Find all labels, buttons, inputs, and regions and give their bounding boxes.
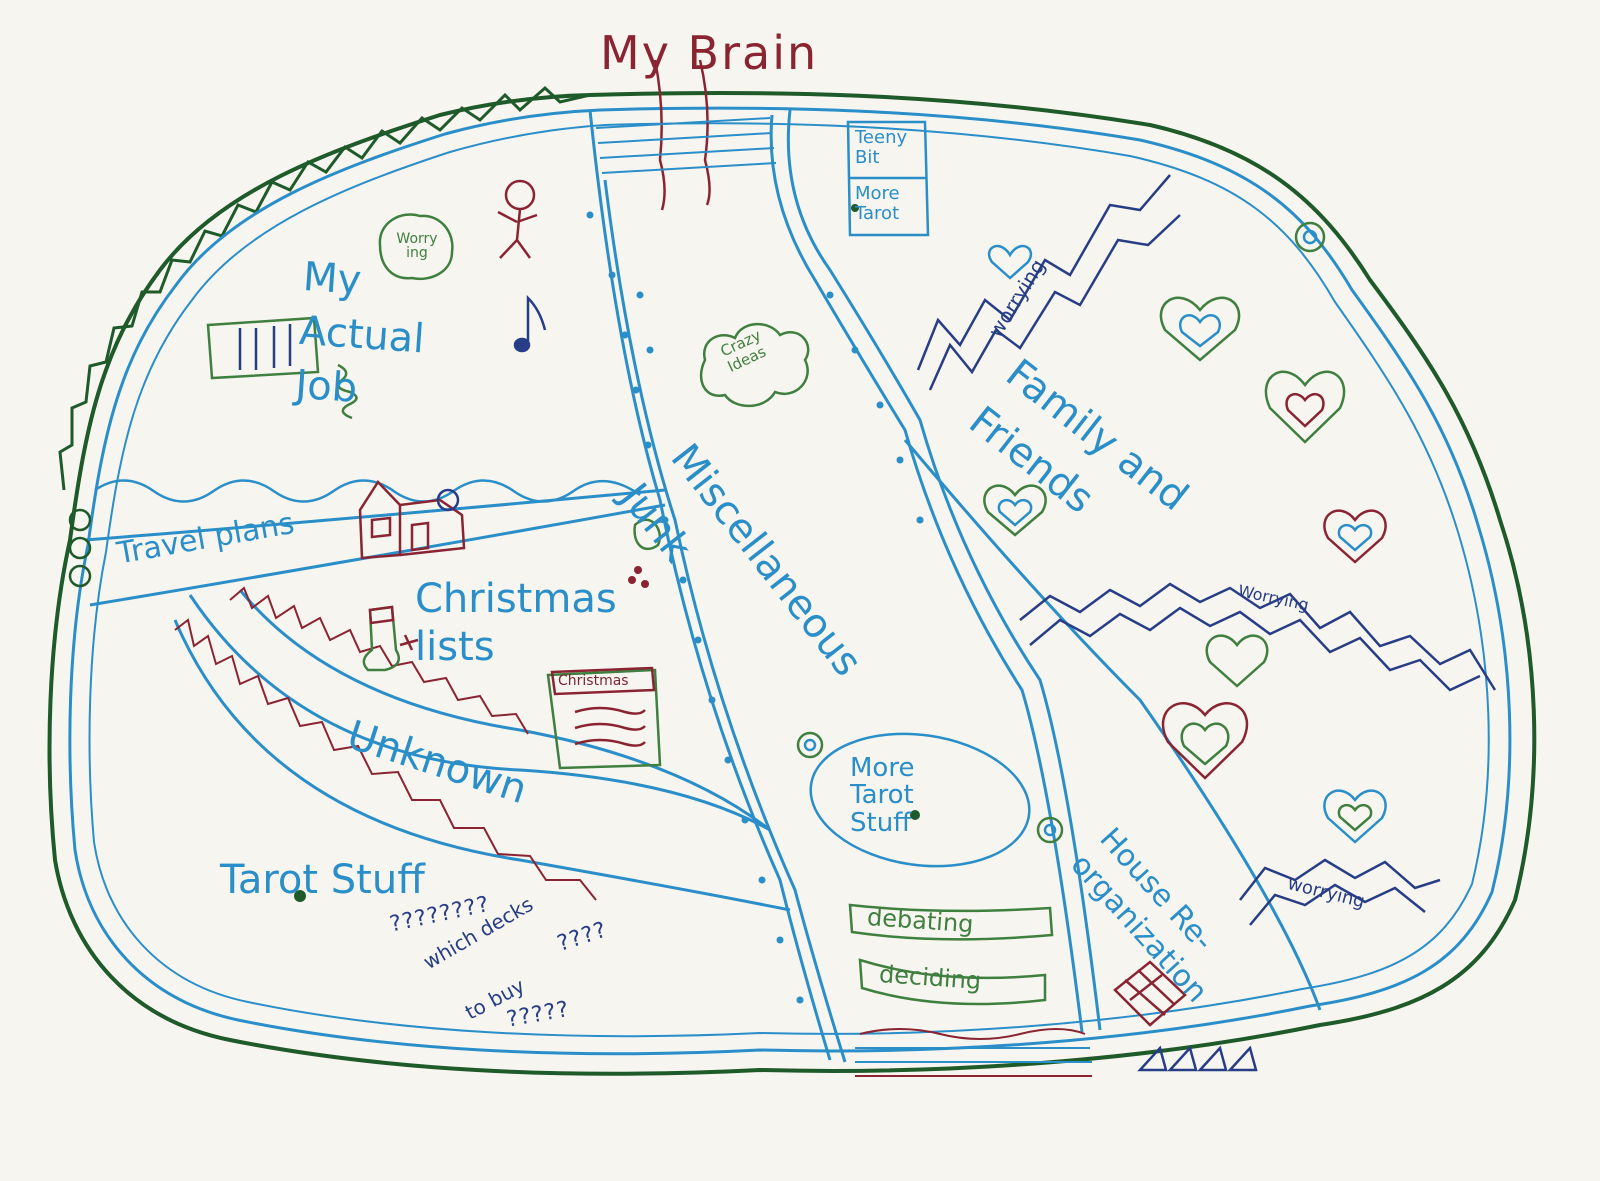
more-tarot-ellipse [809, 732, 1031, 868]
worry-zigzags [916, 174, 1497, 926]
brain-outline [47, 90, 1537, 1076]
note-worrying-bubble: Worry ing [396, 231, 438, 261]
crazy-ideas-cloud [699, 322, 810, 408]
inner-outline-2 [88, 122, 1490, 1038]
christmas-card [546, 666, 662, 770]
triangles [1137, 1045, 1258, 1072]
desk-building [206, 316, 320, 380]
travel-wave [94, 479, 641, 503]
stick-figure [497, 179, 538, 259]
note-christmas-card: Christmas [558, 673, 629, 689]
stocking [362, 605, 419, 672]
worrying-bubble [378, 213, 454, 281]
title: My Brain [600, 26, 819, 80]
region-tarot-stuff: Tarot Stuff [220, 857, 425, 903]
region-actual-job: My Actual Job [293, 253, 426, 412]
note-debating: debating [866, 903, 975, 939]
bottom-ladder [855, 1028, 1092, 1077]
red-zigzag-lower [174, 618, 597, 901]
tarot-dots [294, 204, 920, 902]
top-ladder [595, 117, 777, 174]
holly [628, 518, 661, 588]
note-more-tarot-box: More Tarot [855, 183, 900, 224]
squiggle [337, 363, 358, 420]
spirals [68, 221, 1326, 844]
rack [1113, 960, 1187, 1027]
red-zigzag-upper [229, 586, 529, 735]
house [358, 479, 466, 560]
region-dividers [84, 109, 1322, 1063]
inner-outline [68, 106, 1512, 1056]
region-christmas-lists: Christmas lists [415, 576, 617, 670]
castle-edge [58, 85, 591, 491]
debating-banner [848, 903, 1054, 1006]
teeny-bit-box [846, 120, 930, 237]
brain-stem-lines [653, 59, 711, 211]
hearts [983, 244, 1387, 844]
note-deciding: deciding [878, 960, 983, 996]
note-more-tarot-stuff: More Tarot Stuff [850, 753, 915, 838]
note-teeny-bit: Teeny Bit [855, 127, 908, 168]
music-note [513, 294, 547, 353]
dotted-path [586, 211, 924, 1004]
